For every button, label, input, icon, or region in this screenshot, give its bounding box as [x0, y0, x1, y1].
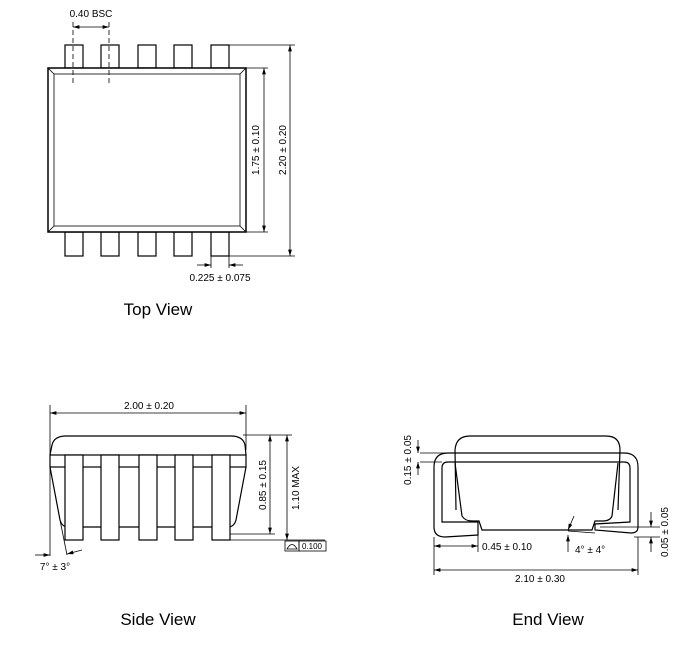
side-view-title: Side View — [120, 610, 196, 629]
top-view: 0.40 BSC 1.75 ± 0.10 2.20 ± 0.20 0.225 ±… — [47, 9, 295, 319]
coplanarity-label: 0.100 — [302, 542, 323, 551]
body-width-label: 1.75 ± 0.10 — [251, 125, 262, 175]
top-pins — [64, 44, 230, 257]
foot-length-label: 0.45 ± 0.10 — [482, 542, 532, 553]
side-pins — [64, 454, 231, 541]
coplanarity-frame: 0.100 — [284, 540, 327, 552]
pitch-label: 0.40 BSC — [70, 9, 113, 20]
draft-angle-label: 7° ± 3° — [40, 562, 70, 573]
lead-width-label: 0.225 ± 0.075 — [189, 273, 251, 284]
end-view: 0.15 ± 0.05 0.45 ± 0.10 2.10 ± 0.30 4° ±… — [403, 435, 671, 629]
overall-width-label: 2.20 ± 0.20 — [278, 125, 289, 175]
max-height-label: 1.10 MAX — [291, 466, 302, 510]
standoff-label: 0.05 ± 0.05 — [660, 507, 671, 557]
body-height-label: 0.85 ± 0.15 — [258, 460, 269, 510]
overall-span-label: 2.10 ± 0.30 — [515, 574, 565, 585]
end-view-title: End View — [512, 610, 584, 629]
side-view: 2.00 ± 0.20 0.85 ± 0.15 1.10 MAX 0.100 7… — [35, 401, 327, 629]
body-length-label: 2.00 ± 0.20 — [124, 401, 174, 412]
top-view-title: Top View — [124, 300, 193, 319]
foot-angle-label: 4° ± 4° — [575, 545, 605, 556]
lead-thickness-label: 0.15 ± 0.05 — [403, 435, 414, 485]
package-body — [47, 67, 247, 233]
